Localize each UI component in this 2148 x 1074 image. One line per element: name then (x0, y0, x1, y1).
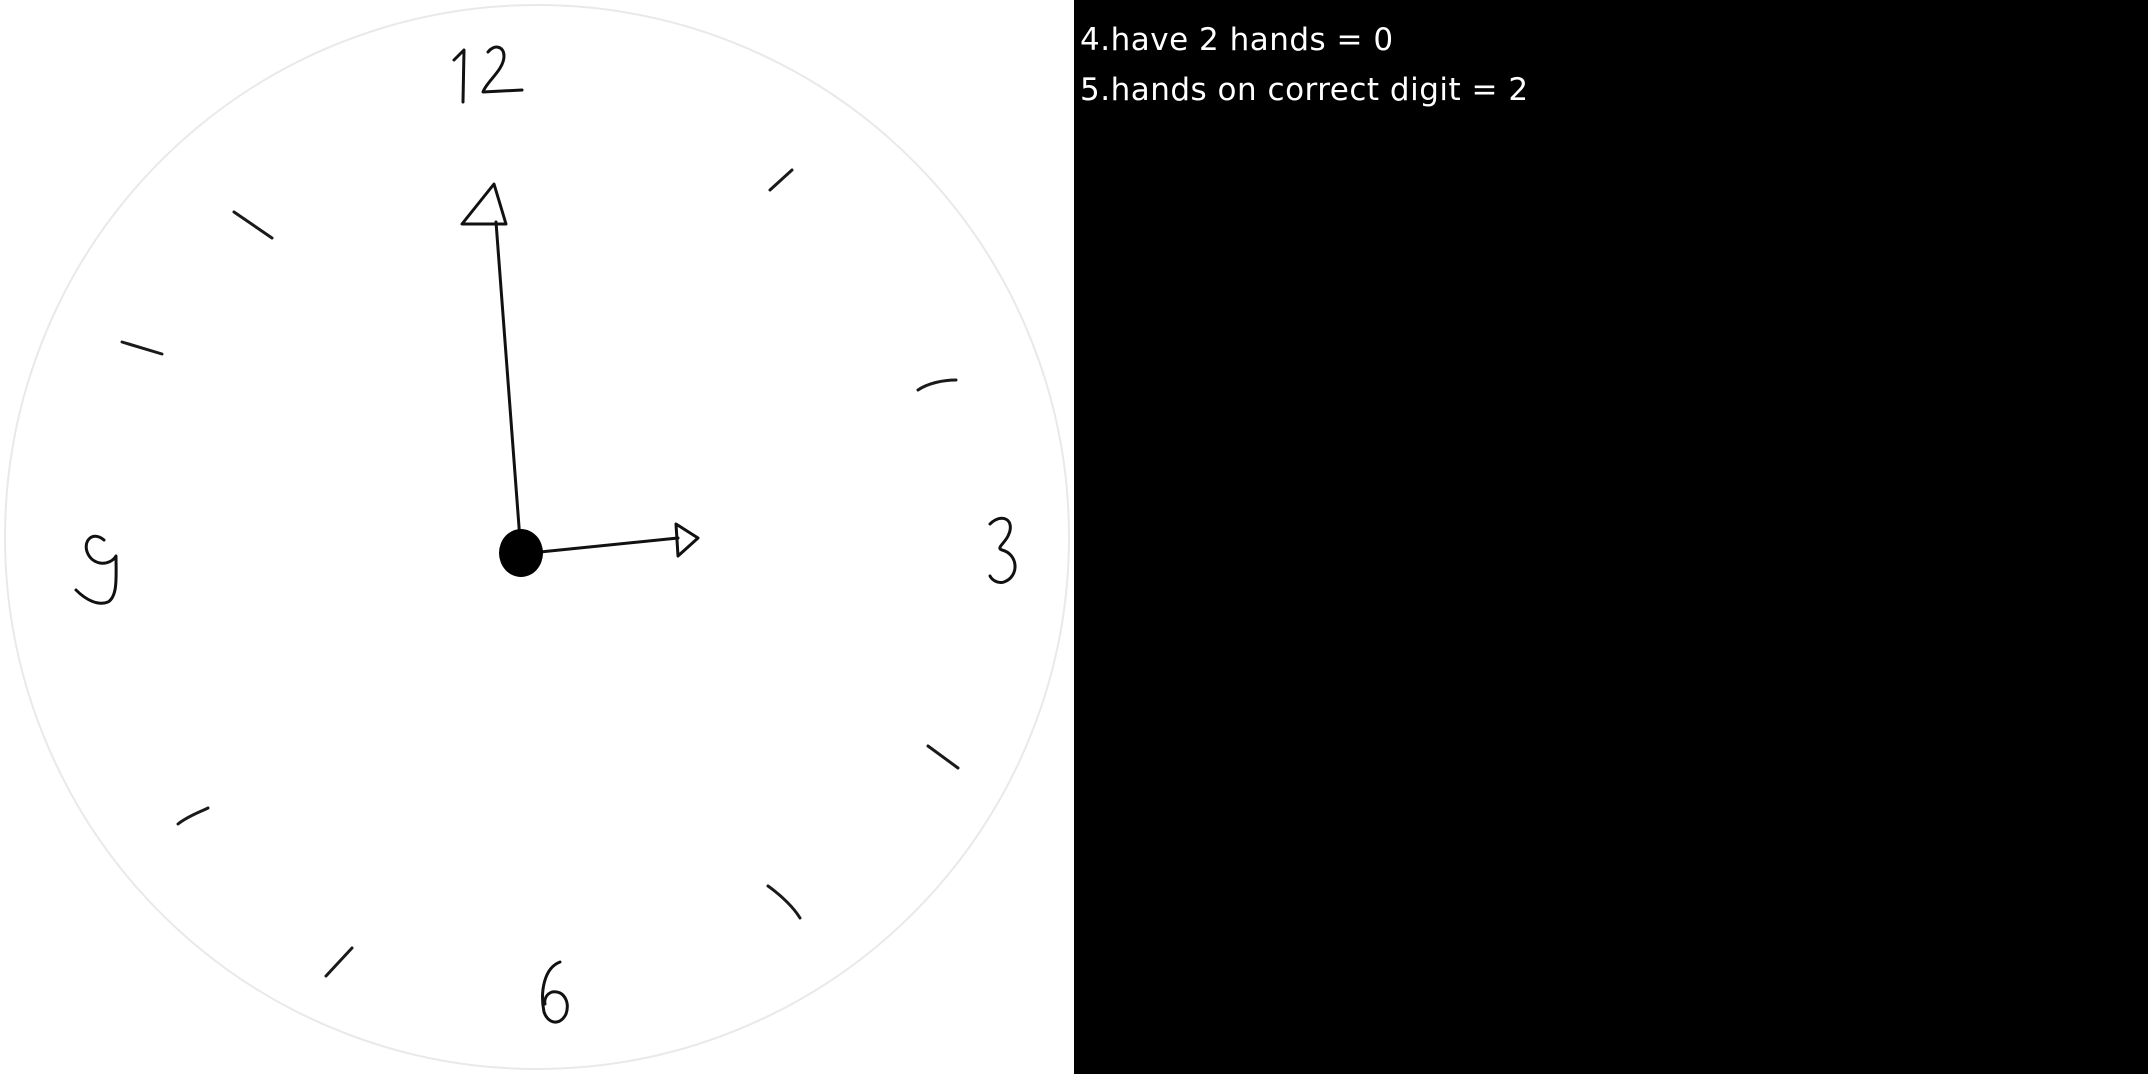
score-panel: 4.have 2 hands = 0 5.hands on correct di… (1074, 0, 2148, 1074)
tick-mark (916, 378, 958, 392)
clock-drawing (4, 4, 1070, 1070)
tick-mark (232, 210, 274, 240)
score-hands-on-correct-digit: 5.hands on correct digit = 2 (1080, 72, 1529, 108)
clock-center-dot (499, 529, 543, 577)
tick-mark (768, 168, 794, 192)
short-hand (538, 522, 700, 558)
tick-mark (324, 946, 354, 978)
tick-mark (766, 884, 802, 920)
digit-3 (988, 516, 1017, 584)
tick-mark (926, 744, 960, 770)
digit-6 (541, 960, 569, 1024)
clock-face-outline (4, 4, 1070, 1070)
clock-drawing-panel (0, 0, 1074, 1074)
score-have-two-hands: 4.have 2 hands = 0 (1080, 22, 1394, 58)
tick-mark (120, 340, 164, 356)
digit-9 (74, 534, 118, 605)
digit-12 (452, 45, 524, 104)
long-hand (460, 182, 522, 542)
tick-mark (176, 806, 210, 826)
